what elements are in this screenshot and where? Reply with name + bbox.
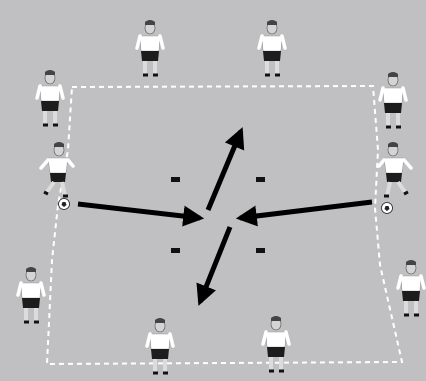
ball-right bbox=[381, 202, 393, 214]
cone-bottom-right bbox=[256, 248, 265, 253]
player-right-lower bbox=[396, 258, 426, 317]
arrow-right-pass bbox=[235, 199, 373, 227]
player-right-kicking bbox=[377, 140, 413, 198]
ball-left bbox=[58, 198, 70, 210]
player-top-left bbox=[135, 18, 165, 77]
field-boundary bbox=[45, 84, 404, 366]
cone-bottom-left bbox=[171, 248, 180, 253]
cone-top-left bbox=[171, 177, 180, 182]
player-left-lower bbox=[16, 265, 46, 324]
player-left-upper bbox=[35, 68, 65, 127]
cone-top-right bbox=[256, 177, 265, 182]
arrow-run-down bbox=[196, 226, 233, 306]
arrow-run-up bbox=[205, 127, 245, 211]
player-top-right bbox=[257, 18, 287, 77]
player-right-upper bbox=[378, 70, 408, 129]
player-bottom-left bbox=[145, 316, 175, 375]
arrow-left-pass bbox=[77, 201, 205, 227]
player-left-kicking bbox=[39, 140, 75, 198]
